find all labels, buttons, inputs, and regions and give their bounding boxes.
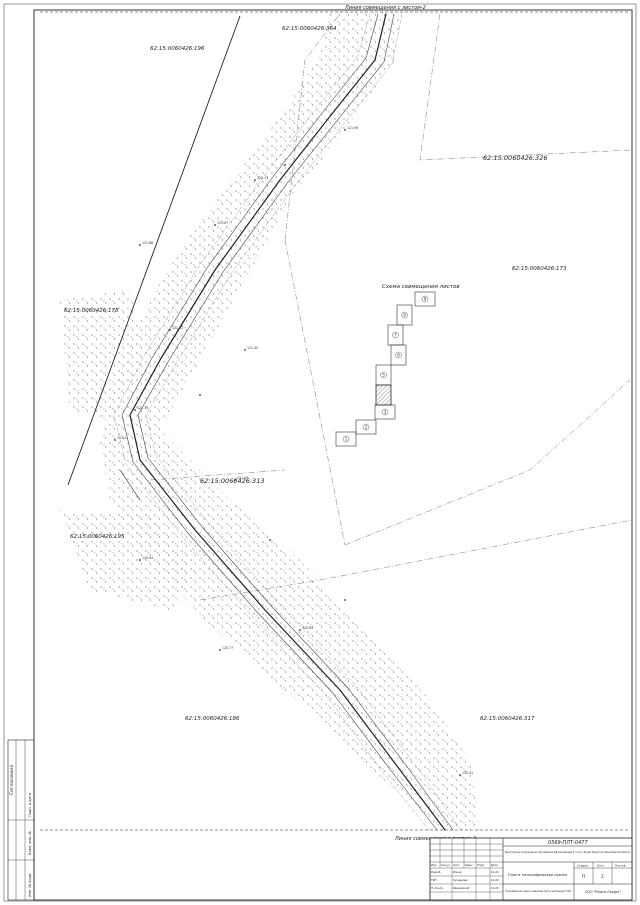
col-head: Подп. xyxy=(477,863,485,867)
parcel-label: 62:15:0060426:173 xyxy=(512,266,567,272)
parcel-boundaries xyxy=(149,13,633,601)
approval-label: Согласовано xyxy=(9,765,15,795)
stage-value: П xyxy=(582,874,585,879)
parcel-label: 62:15:0060426:195 xyxy=(70,534,125,540)
staff-name: Кузнецова xyxy=(453,878,468,882)
inv-column-label: Подп. и дата xyxy=(28,793,32,817)
stage-head: Листов xyxy=(615,864,626,868)
parcel-labels: 62:15:0060426:364 62:15:0060426:196 62:1… xyxy=(64,26,567,722)
sheet-name: План и топографическая съемка xyxy=(508,873,567,877)
svg-text:121.88: 121.88 xyxy=(142,241,153,245)
scheme-sheet-number: 9 xyxy=(424,297,427,302)
svg-text:120.94: 120.94 xyxy=(142,556,153,560)
staff-date: 12.20 xyxy=(491,886,499,890)
scheme-sheet-number: 5 xyxy=(382,373,385,378)
staff-role: ГИП xyxy=(431,878,437,882)
col-head: Дата xyxy=(491,863,498,867)
svg-text:120.41: 120.41 xyxy=(462,771,473,775)
svg-text:121.67: 121.67 xyxy=(217,221,228,225)
match-line-top-label: Линия совмещения с листом-2 xyxy=(344,5,426,11)
col-head: Кол.уч xyxy=(441,863,450,867)
staff-date: 12.20 xyxy=(491,870,499,874)
property-line xyxy=(67,15,241,486)
scheme-sheet-number: 6 xyxy=(397,353,400,358)
scheme-sheet-number: 2 xyxy=(365,425,368,430)
inv-column-label: Инв. № подл. xyxy=(28,873,32,897)
property-line-lower xyxy=(119,469,141,501)
stage-value: 3 xyxy=(601,874,604,879)
organization: ООО "Рязань Геодез" xyxy=(585,890,621,894)
stage-head: Лист xyxy=(597,864,604,868)
parcel-label: 62:15:0060426:313 xyxy=(200,477,264,485)
svg-text:120.77: 120.77 xyxy=(222,646,233,650)
staff-name: Ионов xyxy=(453,870,462,874)
parcel-label: 62:15:0060426:196 xyxy=(150,46,205,52)
svg-text:121.09: 121.09 xyxy=(237,476,248,480)
svg-text:122.11: 122.11 xyxy=(257,176,268,180)
col-head: №док xyxy=(465,864,473,867)
survey-points xyxy=(114,129,461,791)
stage-head: Стадия xyxy=(577,864,588,868)
approval-strip: Согласовано Взам. инв. № Подп. и дата Ин… xyxy=(7,739,35,901)
staff-name: Ивановский xyxy=(453,886,470,890)
sheet-layout-scheme: Схема совмещения листов 1 2 3 4 5 6 xyxy=(335,284,460,447)
svg-text:121.52: 121.52 xyxy=(172,326,183,330)
parcel-label: 62:15:0060426:178 xyxy=(64,308,119,314)
title-block: 0569-ПЛТ-0477 Реконструкция газопровода … xyxy=(429,837,633,901)
svg-text:121.33: 121.33 xyxy=(137,406,148,410)
svg-text:120.65: 120.65 xyxy=(302,626,313,630)
scheme-sheet-number: 7 xyxy=(394,333,397,338)
col-head: Лист xyxy=(453,863,460,867)
vegetation-zone xyxy=(60,12,480,830)
scheme-sheet-number: 1 xyxy=(345,437,348,442)
parcel-label: 62:15:0060426:317 xyxy=(480,716,535,722)
outer-frame xyxy=(3,3,637,902)
inv-column-label: Взам. инв. № xyxy=(28,831,32,855)
object-description: Реконструкция газопровода для газоснабже… xyxy=(505,851,630,854)
svg-text:121.21: 121.21 xyxy=(117,436,128,440)
svg-text:121.99: 121.99 xyxy=(347,126,358,130)
svg-text:121.40: 121.40 xyxy=(247,346,258,350)
staff-date: 12.20 xyxy=(491,878,499,882)
staff-role: Н. Контр. xyxy=(431,886,444,890)
plan-caption: Топографическая съемка с нанесением трас… xyxy=(505,890,571,893)
project-code: 0569-ПЛТ-0477 xyxy=(548,840,588,846)
staff-role: Разраб. xyxy=(431,870,441,874)
match-line-top: Линия совмещения с листом-2 xyxy=(40,5,630,13)
parcel-label: 62:15:0060426:186 xyxy=(185,716,240,722)
drawing-frame xyxy=(33,9,633,901)
pipeline-route xyxy=(113,13,462,831)
col-head: Изм. xyxy=(431,863,437,867)
scheme-title: Схема совмещения листов xyxy=(382,284,460,290)
scheme-sheet-number: 8 xyxy=(403,313,406,318)
scheme-sheet-number: 3 xyxy=(384,410,387,415)
parcel-label: 62:15:0060426:326 xyxy=(483,154,547,162)
parcel-label: 62:15:0060426:364 xyxy=(282,26,337,32)
